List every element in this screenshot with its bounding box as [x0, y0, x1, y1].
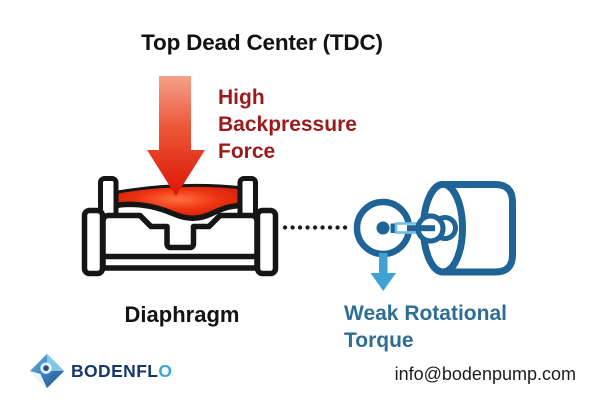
diaphragm-label: Diaphragm	[124, 302, 240, 327]
contact-email: info@bodenpump.com	[394, 364, 576, 384]
logo-text-accent: O	[158, 360, 173, 381]
backpressure-arrow-icon	[147, 76, 205, 196]
weak-rotational-torque-label: Weak Rotational Torque	[344, 302, 507, 352]
logo-wordmark: BODENFLO	[71, 361, 172, 382]
page-title: Top Dead Center (TDC)	[141, 30, 383, 55]
logo-text-primary: BODENFL	[71, 360, 159, 381]
bodenflo-logo-icon	[29, 353, 65, 389]
high-backpressure-label: High Backpressure Force	[218, 86, 357, 163]
bodenflo-logo: BODENFLO	[28, 352, 172, 390]
diaphragm-pump-body	[81, 207, 279, 277]
torque-arrow-icon	[370, 253, 396, 291]
